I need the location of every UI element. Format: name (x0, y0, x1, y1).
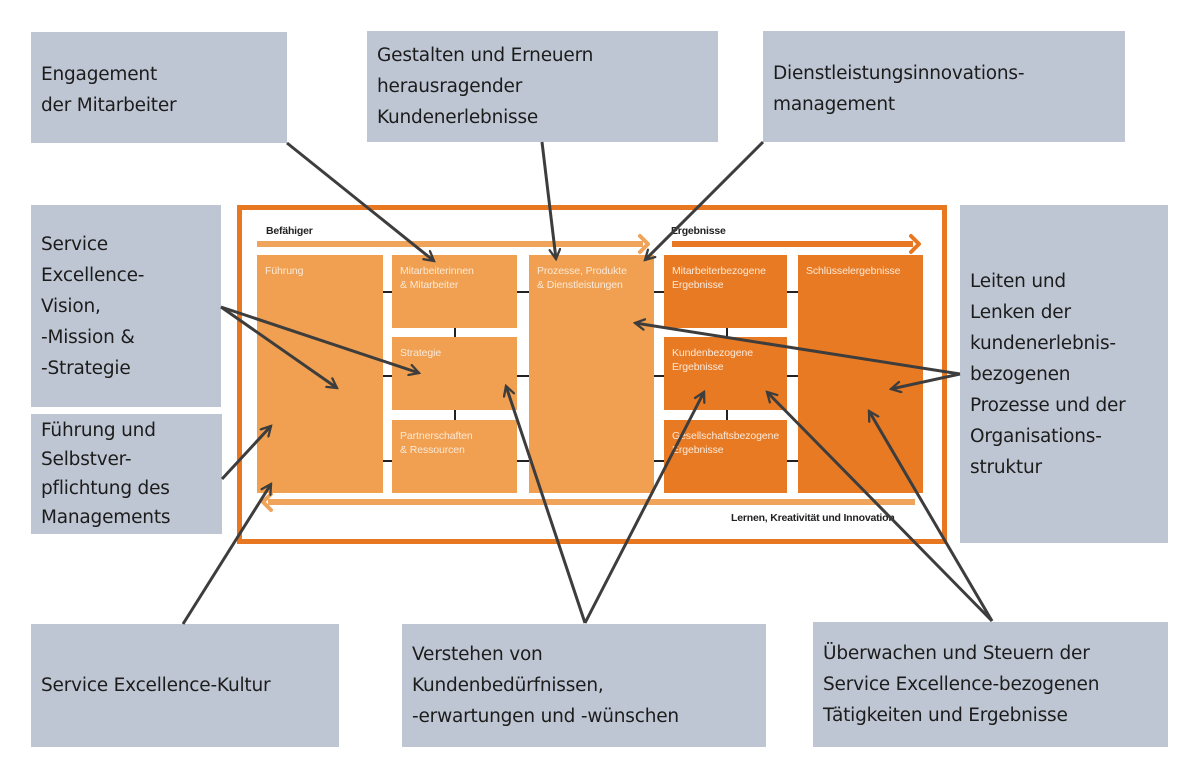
callout-kultur: Service Excellence-Kultur (31, 624, 339, 747)
block-gesellschaftsbezogene-ergebnisse: Gesellschaftsbezogene Ergebnisse (664, 420, 787, 493)
enablers-label: Befähiger (266, 225, 313, 237)
results-arrow-bar (672, 241, 913, 247)
callout-text: Lenken der (970, 301, 1071, 323)
callout-fuehrung-management: Führung und Selbstver- pflichtung des Ma… (31, 414, 222, 534)
callout-text: Dienstleistungsinnovations- (773, 63, 1025, 84)
connector (654, 460, 664, 462)
block-partnerschaften: Partnerschaften & Ressourcen (392, 420, 517, 493)
connector (787, 375, 798, 377)
callout-text: Vision, (41, 295, 101, 317)
enablers-arrow-bar (257, 241, 643, 247)
block-label: & Mitarbeiter (400, 279, 459, 291)
connector (383, 291, 392, 293)
callout-engagement: Engagement der Mitarbeiter (31, 32, 287, 143)
callout-text: -erwartungen und -wünschen (412, 706, 679, 727)
callout-text: Prozesse und der (970, 394, 1126, 416)
callout-gestalten: Gestalten und Erneuern herausragender Ku… (367, 31, 718, 142)
block-schluesselergebnisse: Schlüsselergebnisse (798, 255, 923, 493)
callout-text: struktur (970, 456, 1042, 478)
connector (517, 291, 529, 293)
block-label: Prozesse, Produkte (537, 265, 627, 277)
block-label: Ergebnisse (672, 279, 724, 291)
block-kundenbezogene-ergebnisse: Kundenbezogene Ergebnisse (664, 337, 787, 410)
callout-text: der Mitarbeiter (41, 95, 177, 116)
block-label: Gesellschaftsbezogene (672, 430, 780, 442)
callout-text: management (773, 94, 895, 115)
callout-text: Verstehen von (412, 644, 543, 665)
learning-label: Lernen, Kreativität und Innovation (731, 512, 895, 524)
callout-text: Führung und (41, 420, 156, 441)
callout-innovation: Dienstleistungsinnovations- management (763, 31, 1125, 142)
learning-arrow-bar (268, 499, 915, 505)
callout-text: Kundenbedürfnissen, (412, 675, 604, 696)
block-label: Mitarbeiterbezogene (672, 265, 766, 277)
block-label: Kundenbezogene (672, 347, 753, 359)
callout-text: Service Excellence-bezogenen (823, 674, 1100, 695)
connector (787, 460, 798, 462)
block-label: & Dienstleistungen (537, 279, 623, 291)
callout-text: Engagement (41, 64, 158, 85)
callout-text: Gestalten und Erneuern (377, 45, 594, 66)
callout-text: Managements (41, 507, 171, 528)
connector (517, 375, 529, 377)
block-label: Partnerschaften (400, 430, 473, 442)
connector (726, 328, 728, 337)
block-label: Ergebnisse (672, 361, 724, 373)
callout-text: Selbstver- (41, 449, 132, 470)
connector (517, 460, 529, 462)
connector (726, 410, 728, 420)
block-mitarbeiterbezogene-ergebnisse: Mitarbeiterbezogene Ergebnisse (664, 255, 787, 328)
callout-text: Tätigkeiten und Ergebnisse (823, 705, 1068, 726)
connector (383, 460, 392, 462)
callout-text: herausragender (377, 76, 523, 97)
connector (654, 375, 664, 377)
callout-text: Excellence- (41, 264, 145, 286)
callout-vision: Service Excellence- Vision, -Mission & -… (31, 205, 221, 407)
callout-leiten: Leiten und Lenken der kundenerlebnis- be… (960, 205, 1168, 543)
connector (383, 375, 392, 377)
connector (787, 291, 798, 293)
connector (654, 291, 664, 293)
block-label: Strategie (400, 347, 442, 359)
callout-text: Service (41, 233, 108, 255)
block-label: Führung (265, 265, 304, 277)
connector (454, 410, 456, 420)
callout-text: bezogenen (970, 363, 1071, 385)
callout-text: -Strategie (41, 357, 131, 379)
block-strategie: Strategie (392, 337, 517, 410)
results-label: Ergebnisse (671, 225, 726, 237)
callout-text: Überwachen und Steuern der (823, 643, 1090, 664)
callout-text: Service Excellence-Kultur (41, 675, 271, 696)
block-fuehrung: Führung (257, 255, 383, 493)
callout-verstehen: Verstehen von Kundenbedürfnissen, -erwar… (402, 624, 766, 747)
callout-text: Kundenerlebnisse (377, 107, 539, 128)
connector (454, 328, 456, 337)
block-mitarbeiter: Mitarbeiterinnen & Mitarbeiter (392, 255, 517, 328)
block-label: Mitarbeiterinnen (400, 265, 474, 277)
callout-text: Leiten und (970, 270, 1066, 292)
callout-text: kundenerlebnis- (970, 332, 1116, 354)
block-prozesse: Prozesse, Produkte & Dienstleistungen (529, 255, 654, 493)
block-label: & Ressourcen (400, 444, 465, 456)
callout-text: Organisations- (970, 425, 1102, 447)
block-label: Schlüsselergebnisse (806, 265, 901, 277)
callout-text: pflichtung des (41, 478, 170, 499)
callout-ueberwachen: Überwachen und Steuern der Service Excel… (813, 622, 1168, 747)
callout-text: -Mission & (41, 326, 135, 348)
block-label: Ergebnisse (672, 444, 724, 456)
